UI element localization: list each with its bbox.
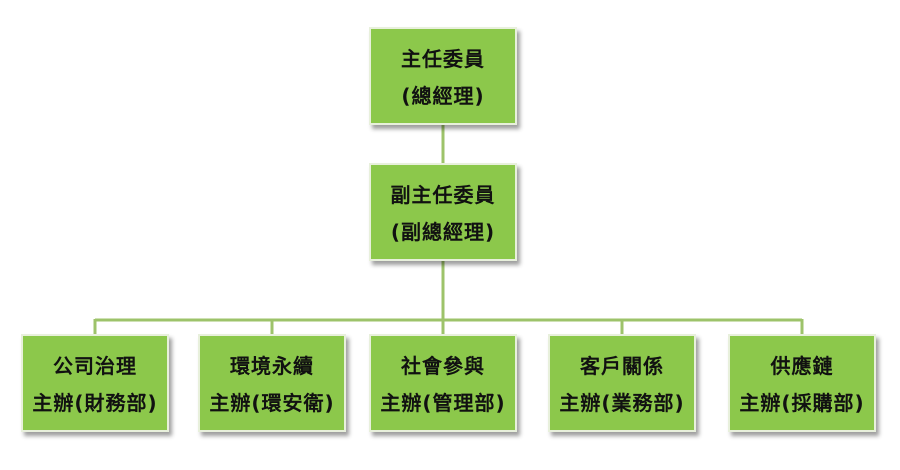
node-general-manager: 主任委員 (總經理) [369, 27, 517, 125]
node-subtitle: 主辦(業務部) [559, 391, 685, 415]
node-subtitle: 主辦(採購部) [739, 391, 865, 415]
node-title: 社會參與 [401, 354, 485, 378]
node-title: 公司治理 [53, 354, 137, 378]
node-deputy-general-manager: 副主任委員 (副總經理) [369, 163, 517, 261]
node-title: 供應鏈 [770, 354, 834, 378]
node-subtitle: 主辦(環安衛) [209, 391, 335, 415]
node-subtitle: 主辦(管理部) [380, 391, 506, 415]
node-title: 副主任委員 [390, 183, 496, 207]
node-supply-chain: 供應鏈 主辦(採購部) [728, 334, 876, 432]
node-title: 客戶關係 [580, 354, 664, 378]
node-corporate-governance: 公司治理 主辦(財務部) [21, 334, 169, 432]
node-environmental-sustainability: 環境永續 主辦(環安衛) [198, 334, 346, 432]
node-title: 環境永續 [230, 354, 314, 378]
node-social-participation: 社會參與 主辦(管理部) [369, 334, 517, 432]
node-customer-relations: 客戶關係 主辦(業務部) [548, 334, 696, 432]
node-subtitle: (總經理) [401, 84, 485, 108]
node-subtitle: (副總經理) [390, 220, 496, 244]
node-subtitle: 主辦(財務部) [32, 391, 158, 415]
node-title: 主任委員 [401, 47, 485, 71]
